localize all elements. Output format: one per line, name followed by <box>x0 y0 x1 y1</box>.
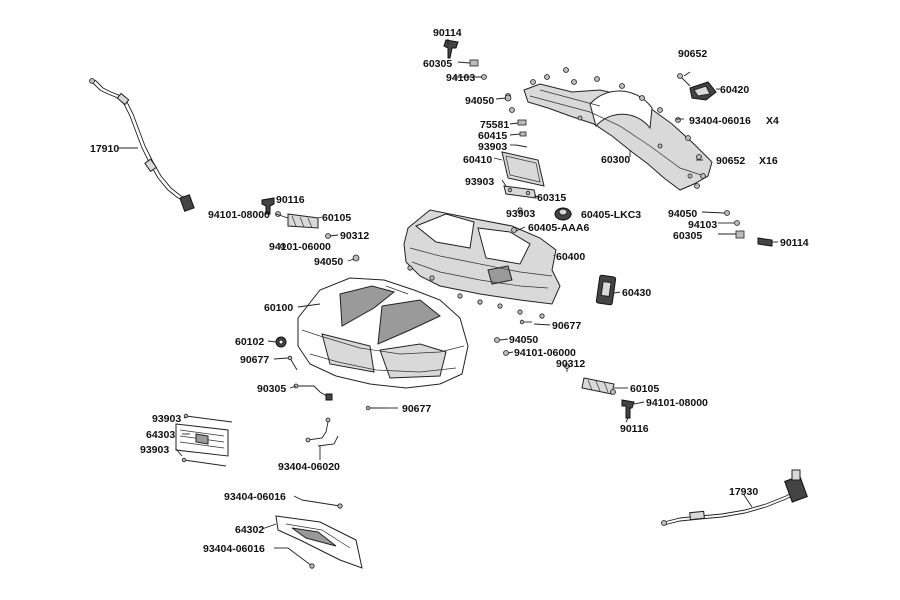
label-93404-06016-mid: 93404-06016 <box>224 491 286 503</box>
washer-60102 <box>275 336 287 348</box>
pin-90677-right <box>519 319 532 325</box>
label-90312-right: 90312 <box>556 358 585 370</box>
label-90677-left: 90677 <box>240 354 269 366</box>
front-body-60100 <box>297 277 469 389</box>
label-60430: 60430 <box>622 287 651 299</box>
label-17930: 17930 <box>729 486 758 498</box>
label-60305-right: 60305 <box>673 230 702 242</box>
label-60100: 60100 <box>264 302 293 314</box>
grille-64303 <box>175 413 233 467</box>
label-94050-center: 94050 <box>509 334 538 346</box>
bolts-x16 <box>505 67 706 189</box>
label-90312-left: 90312 <box>340 230 369 242</box>
label-x4: X4 <box>766 115 779 127</box>
top-hardware-stack <box>443 39 512 102</box>
label-94101-08000-right: 94101-08000 <box>646 397 708 409</box>
label-93903-e: 93903 <box>140 444 169 456</box>
label-90116-left: 90116 <box>276 194 305 206</box>
label-94050-right: 94050 <box>668 208 697 220</box>
part-number-labels: 90114 60305 94103 94050 90652 60420 9340… <box>90 27 809 555</box>
bracket-60420 <box>677 73 717 101</box>
label-17910: 17910 <box>90 143 119 155</box>
label-93404-06016-bottom: 93404-06016 <box>203 543 265 555</box>
label-93404-06020: 93404-06020 <box>278 461 340 473</box>
label-60105-left: 60105 <box>322 212 351 224</box>
label-93903-c: 93903 <box>506 208 535 220</box>
label-94103-top: 94103 <box>446 72 475 84</box>
label-93903-d: 93903 <box>152 413 181 425</box>
label-90305: 90305 <box>257 383 286 395</box>
label-90116-right: 90116 <box>620 423 649 435</box>
panel-60410 <box>501 119 545 187</box>
label-60105-right: 60105 <box>630 383 659 395</box>
label-90677-bottom: 90677 <box>402 403 431 415</box>
label-94103-right: 94103 <box>688 219 717 231</box>
label-90677-right: 90677 <box>552 320 581 332</box>
label-60300: 60300 <box>601 154 630 166</box>
label-90652-top: 90652 <box>678 48 707 60</box>
dash-top-60300 <box>523 83 713 191</box>
label-60420: 60420 <box>720 84 749 96</box>
bracket-60315 <box>503 185 537 213</box>
label-90114-right: 90114 <box>780 237 809 249</box>
bracket-60105-right <box>581 377 635 419</box>
throttle-cable-17930 <box>661 469 808 526</box>
clip-90305 <box>293 383 333 401</box>
dash-60400 <box>403 209 561 319</box>
knob-60405-lkc3 <box>554 207 572 221</box>
label-60415: 60415 <box>478 130 507 142</box>
label-75581: 75581 <box>480 119 509 131</box>
label-94101-06000-center: 94101-06000 <box>514 347 576 359</box>
label-60410: 60410 <box>463 154 492 166</box>
label-60405-lkc3: 60405-LKC3 <box>581 209 641 221</box>
label-90114-top: 90114 <box>433 27 462 39</box>
throttle-cable-17910 <box>89 78 195 212</box>
label-94050-top: 94050 <box>465 95 494 107</box>
pin-90677-bottom <box>365 405 386 411</box>
label-93903-a: 93903 <box>478 141 507 153</box>
label-94101-06000-left: 94101-06000 <box>269 241 331 253</box>
label-90652-mid: 90652 <box>716 155 745 167</box>
label-60405-aaa6: 60405-AAA6 <box>528 222 589 234</box>
label-60305-top: 60305 <box>423 58 452 70</box>
label-64303: 64303 <box>146 429 175 441</box>
badge-60430 <box>595 274 617 306</box>
label-93903-b: 93903 <box>465 176 494 188</box>
label-x16: X16 <box>759 155 778 167</box>
clips-93404-06020 <box>305 417 339 447</box>
label-60102: 60102 <box>235 336 264 348</box>
label-60315: 60315 <box>537 192 566 204</box>
label-60400: 60400 <box>556 251 585 263</box>
label-94101-08000-left: 94101-08000 <box>208 209 270 221</box>
lower-grille-64302 <box>275 499 363 569</box>
right-hardware-stack <box>724 210 778 247</box>
label-94050-left: 94050 <box>314 256 343 268</box>
label-93404-06016-top: 93404-06016 <box>689 115 751 127</box>
label-64302: 64302 <box>235 524 264 536</box>
leader-lines <box>118 39 753 549</box>
pin-90677-left <box>287 355 298 371</box>
bracket-60105-left <box>261 197 360 262</box>
